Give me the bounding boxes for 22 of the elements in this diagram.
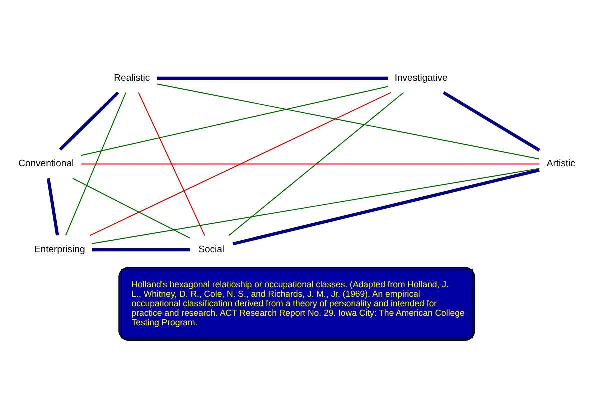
connector xyxy=(92,168,540,244)
connector xyxy=(157,76,388,80)
node-text: Investigative xyxy=(394,72,448,84)
node-text: Conventional xyxy=(18,158,74,170)
connector xyxy=(138,92,206,236)
connector xyxy=(156,84,540,160)
node-text: Enterprising xyxy=(34,244,86,256)
connector xyxy=(232,168,540,246)
caption: Holland's hexagonal relatioship or occupational classes. (Adapted from Holland, J. L., Whitney, D. R., Cole, N. S., and Richards, J. M., Jr. (1969). An empirical occupational classification derived from a theory of personality and intended for practice and research. ACT Research Report No. 29. Iowa City: The American College Testing Program. xyxy=(132,279,465,328)
connector xyxy=(92,248,190,252)
connector xyxy=(72,178,191,239)
connector xyxy=(65,92,127,236)
connector xyxy=(228,92,404,236)
connector xyxy=(46,178,60,236)
node-text: Realistic xyxy=(114,72,150,84)
connector xyxy=(81,164,540,165)
connector xyxy=(59,92,120,151)
node-text: Social xyxy=(198,244,225,256)
connector xyxy=(442,91,540,152)
connector xyxy=(90,92,392,236)
node-text: Artistic xyxy=(546,158,576,170)
connector xyxy=(80,86,389,156)
